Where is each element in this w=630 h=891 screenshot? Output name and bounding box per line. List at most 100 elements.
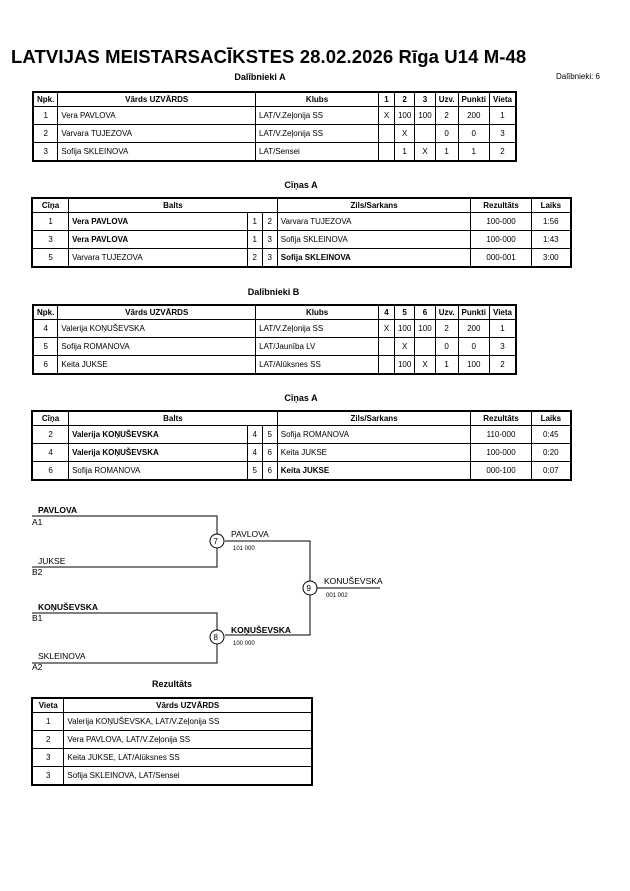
- cell-r3: [414, 337, 436, 356]
- match-7-circle: [209, 533, 225, 549]
- table-row: 4 Valerija KOŅUŠEVSKA 4 6 Keita JUKSE 10…: [31, 443, 572, 462]
- col-r2: 5: [393, 304, 416, 320]
- cell-points: 1: [457, 142, 491, 162]
- table-row: 2 Valerija KOŅUŠEVSKA 4 5 Sofija ROMANOV…: [31, 425, 572, 444]
- col-name: Vārds UZVĀRDS: [63, 697, 313, 713]
- cell-white-no: 1: [246, 212, 263, 231]
- cell-r3: X: [414, 355, 436, 375]
- table-row: 1 Vera PAVLOVA 1 2 Varvara TUJEZOVA 100-…: [31, 212, 572, 231]
- group-a-table: Npk. Vārds UZVĀRDS Klubs 1 2 3 Uzv. Punk…: [32, 91, 517, 162]
- cell-fight: 5: [31, 248, 70, 268]
- col-r1: 1: [378, 91, 395, 107]
- cell-blue-no: 5: [261, 425, 278, 444]
- table-row: 3 Sofija SKLEINOVA, LAT/Sensei: [31, 766, 313, 786]
- participant-count: Dalībnieki: 6: [555, 72, 600, 81]
- col-fight: Cīņa: [31, 410, 70, 426]
- cell-r3: [414, 124, 436, 143]
- col-r3: 6: [414, 304, 436, 320]
- cell-name: Sofija ROMANOVA: [57, 337, 257, 356]
- cell-r3: X: [414, 142, 436, 162]
- cell-r1: [378, 142, 395, 162]
- match-8-number: 8: [214, 633, 219, 642]
- col-wins: Uzv.: [434, 304, 459, 320]
- cell-club: LAT/V.Zeļonija SS: [255, 106, 380, 125]
- match-8-circle: [209, 629, 225, 645]
- cell-blue-no: 3: [261, 248, 278, 268]
- cell-club: LAT/Jaunība LV: [255, 337, 380, 356]
- cell-r2: 1: [393, 142, 416, 162]
- cell-r2: 100: [393, 355, 416, 375]
- cell-wins: 2: [434, 106, 459, 125]
- results-table: Vieta Vārds UZVĀRDS 1 Valerija KOŅUŠEVSK…: [31, 697, 313, 786]
- cell-blue: Keita JUKSE: [276, 461, 472, 481]
- cell-npk: 3: [32, 142, 59, 162]
- cell-fight: 4: [31, 443, 70, 462]
- cell-name: Keita JUKSE, LAT/Alūksnes SS: [63, 748, 313, 767]
- group-b-table: Npk. Vārds UZVĀRDS Klubs 4 5 6 Uzv. Punk…: [32, 304, 517, 375]
- cell-place: 2: [31, 730, 65, 749]
- cell-place: 3: [489, 124, 517, 143]
- page-title: LATVIJAS MEISTARSACĪKSTES 28.02.2026 Rīg…: [11, 46, 527, 67]
- table-row: 2 Varvara TUJEZOVA LAT/V.Zeļonija SS X 0…: [32, 124, 517, 143]
- col-club: Klubs: [255, 304, 380, 320]
- match-8-score: 100 000: [233, 641, 255, 647]
- bracket-seed-2: B2: [32, 567, 43, 577]
- cell-r1: [378, 337, 395, 356]
- cell-white-no: 1: [246, 230, 263, 249]
- bracket-seed-3: B1: [32, 613, 43, 623]
- col-club: Klubs: [255, 91, 380, 107]
- cell-result: 100-000: [470, 212, 532, 231]
- fights-a-table: Cīņa Balts Zils/Sarkans Rezultāts Laiks …: [31, 197, 572, 268]
- col-blue: Zils/Sarkans: [276, 410, 472, 426]
- table-header-row: Cīņa Balts Zils/Sarkans Rezultāts Laiks: [31, 197, 572, 213]
- cell-blue: Varvara TUJEZOVA: [276, 212, 472, 231]
- cell-place: 2: [489, 355, 517, 375]
- cell-r2: 100: [393, 319, 416, 338]
- match-9-circle: [302, 580, 318, 596]
- col-time: Laiks: [530, 410, 572, 426]
- col-r1: 4: [378, 304, 395, 320]
- group-a-subtitle: Dalībnieki A: [234, 72, 286, 82]
- cell-time: 0:45: [530, 425, 572, 444]
- cell-place: 3: [31, 766, 65, 786]
- cell-white: Vera PAVLOVA: [68, 230, 248, 249]
- bracket-name-1: PAVLOVA: [38, 505, 77, 515]
- table-header-row: Vieta Vārds UZVĀRDS: [31, 697, 313, 713]
- cell-wins: 0: [434, 337, 459, 356]
- cell-npk: 2: [32, 124, 59, 143]
- cell-r1: [378, 124, 395, 143]
- cell-time: 1:56: [530, 212, 572, 231]
- match-7-score: 101 000: [233, 546, 255, 552]
- results-title: Rezultāts: [151, 679, 192, 689]
- match-9-score: 001 002: [326, 593, 348, 599]
- cell-blue-no: 2: [261, 212, 278, 231]
- match-8-winner: KOŅUŠEVSKA: [231, 624, 291, 635]
- cell-place: 1: [489, 106, 517, 125]
- cell-result: 000-100: [470, 461, 532, 481]
- bracket-name-3: KOŅUŠEVSKA: [38, 601, 98, 612]
- cell-club: LAT/Sensei: [255, 142, 380, 162]
- bracket-name-2: JUKSE: [38, 556, 66, 566]
- cell-npk: 1: [32, 106, 59, 125]
- col-points: Punkti: [457, 304, 491, 320]
- cell-blue: Sofija ROMANOVA: [276, 425, 472, 444]
- cell-npk: 6: [32, 355, 59, 375]
- table-row: 3 Sofija SKLEINOVA LAT/Sensei 1 X 1 1 2: [32, 142, 517, 162]
- cell-r2: 100: [393, 106, 416, 125]
- cell-points: 200: [457, 106, 491, 125]
- bracket-name-4: SKLEINOVA: [38, 651, 86, 661]
- table-header-row: Cīņa Balts Zils/Sarkans Rezultāts Laiks: [31, 410, 572, 426]
- cell-blue: Sofija SKLEINOVA: [276, 248, 472, 268]
- cell-fight: 1: [31, 212, 70, 231]
- col-place: Vieta: [489, 91, 517, 107]
- col-white: Balts: [68, 197, 278, 213]
- cell-wins: 0: [434, 124, 459, 143]
- table-row: 5 Sofija ROMANOVA LAT/Jaunība LV X 0 0 3: [32, 337, 517, 356]
- cell-r1: [378, 355, 395, 375]
- cell-wins: 1: [434, 355, 459, 375]
- col-wins: Uzv.: [434, 91, 459, 107]
- cell-name: Valerija KOŅUŠEVSKA: [57, 319, 257, 338]
- col-result: Rezultāts: [470, 410, 532, 426]
- col-blue: Zils/Sarkans: [276, 197, 472, 213]
- match-7-number: 7: [214, 537, 219, 546]
